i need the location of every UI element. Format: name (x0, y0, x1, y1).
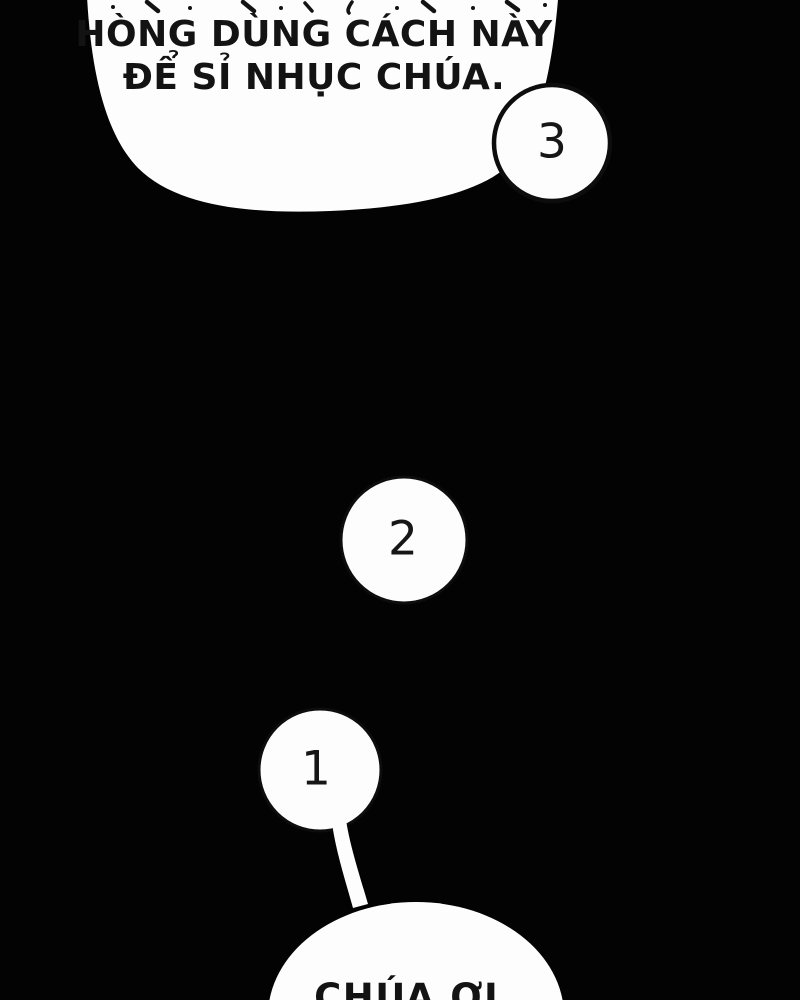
top-bubble-line-1: HÒNG DÙNG CÁCH NÀY (75, 14, 553, 55)
countdown-number-1: 1 (301, 741, 331, 797)
bubble-connector-stem (331, 812, 368, 908)
countdown-circle-2 (339, 475, 469, 605)
clipped-text-fragments (111, 0, 547, 15)
bottom-bubble-partial-text: CHÚA ƠI... (314, 976, 546, 1000)
countdown-number-3: 3 (537, 114, 567, 170)
countdown-circle-3 (491, 82, 613, 204)
countdown-number-2: 2 (388, 511, 418, 567)
top-bubble-text: HÒNG DÙNG CÁCH NÀY ĐỂ SỈ NHỤC CHÚA. (75, 13, 552, 99)
bottom-speech-bubble (269, 902, 563, 1000)
countdown-circle-1 (257, 707, 383, 833)
top-speech-bubble (87, 0, 558, 212)
top-bubble-line-2: ĐỂ SỈ NHỤC CHÚA. (122, 57, 506, 98)
